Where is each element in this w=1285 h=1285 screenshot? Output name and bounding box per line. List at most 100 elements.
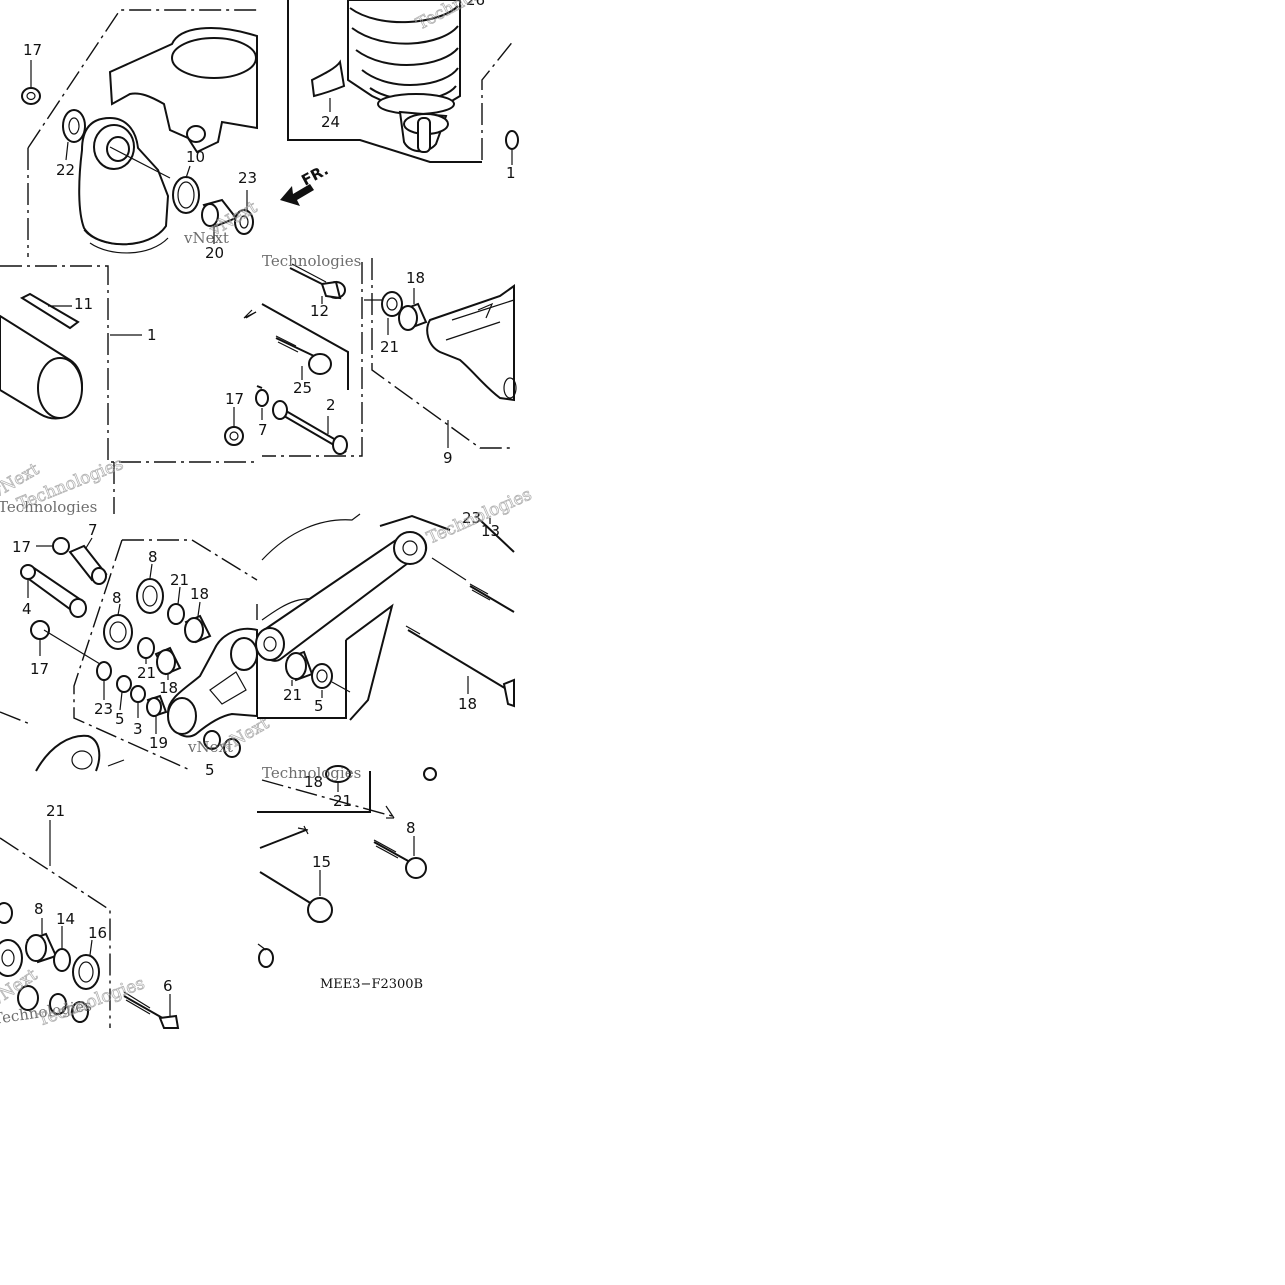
watermark-text: Technologies bbox=[262, 764, 361, 782]
seal-21-icon bbox=[381, 291, 403, 317]
watermark-text: vNext bbox=[187, 738, 233, 756]
callout-26: 26 bbox=[466, 0, 485, 9]
callout-18: 8 bbox=[34, 900, 44, 918]
watermark-text: Technologies bbox=[424, 485, 535, 549]
watermark-text: Technologies bbox=[262, 252, 361, 270]
collar-5-icon bbox=[116, 675, 132, 693]
callout-1: 1 bbox=[506, 164, 516, 182]
callout-18: 18 bbox=[159, 679, 178, 697]
front-arrow-label: FR. bbox=[298, 161, 331, 190]
callout-21: 5 bbox=[314, 697, 324, 715]
callout-21: 21 bbox=[170, 571, 189, 589]
collar-5-icon bbox=[258, 948, 274, 968]
callout-21: 18 bbox=[304, 773, 323, 791]
needle-bearing-18-icon bbox=[25, 932, 58, 964]
tile-link-rod: 23 13 18 21 5 Technologies bbox=[255, 484, 535, 721]
nut-17-icon bbox=[52, 537, 70, 555]
needle-bearing-18-icon bbox=[184, 614, 212, 644]
nut-17-icon bbox=[21, 87, 41, 105]
bolt-14-icon bbox=[373, 839, 427, 879]
callout-13: 18 bbox=[458, 695, 477, 713]
needle-bearing-18-icon bbox=[398, 302, 428, 331]
callout-16: 15 bbox=[312, 853, 331, 871]
bolt-16-icon bbox=[259, 871, 333, 923]
coil-spring-icon bbox=[347, 0, 461, 115]
watermark-text: vNext bbox=[183, 229, 229, 247]
callout-5: 5 bbox=[205, 761, 215, 779]
callout-1: 1 bbox=[147, 326, 157, 344]
front-arrow-icon bbox=[280, 184, 314, 206]
watermark-text: vNext bbox=[218, 713, 273, 756]
callout-17: 17 bbox=[225, 390, 244, 408]
callout-17: 17 bbox=[23, 41, 42, 59]
callout-3: 3 bbox=[133, 720, 143, 738]
callout-8: 21 bbox=[333, 792, 352, 810]
tile-shock-arm: 17 7 8 21 18 8 4 17 21 18 23 5 3 19 5 vN… bbox=[0, 521, 273, 779]
washer-23-icon bbox=[234, 209, 254, 235]
dust-seal-8-icon bbox=[136, 578, 164, 614]
tile-arm-assembly: 21 8 14 16 6 vNext Technologies Technolo… bbox=[0, 802, 180, 1031]
callout-20: 20 bbox=[205, 244, 224, 262]
seal-21-icon bbox=[167, 603, 185, 625]
needle-bearing-18-icon bbox=[285, 650, 314, 682]
callout-21: 21 bbox=[137, 664, 156, 682]
callout-23: 23 bbox=[94, 700, 113, 718]
callout-21: 21 bbox=[380, 338, 399, 356]
seal-21-icon bbox=[137, 637, 155, 659]
callout-23: 23 bbox=[238, 169, 257, 187]
seal-22-icon bbox=[62, 109, 86, 143]
pivot-shaft-2-icon bbox=[272, 400, 348, 455]
callout-11: 11 bbox=[74, 295, 93, 313]
callout-18: 18 bbox=[190, 585, 209, 603]
callout-6: 21 bbox=[46, 802, 65, 820]
label-plate-11-icon bbox=[19, 292, 80, 330]
nut-17-icon bbox=[224, 426, 244, 446]
tile-shock-top: 17 22 10 23 20 vNext vNext bbox=[21, 9, 261, 262]
diagram-code: MEE3−F2300B bbox=[320, 977, 423, 992]
nut-17-icon bbox=[30, 620, 50, 640]
bolt-icon bbox=[469, 583, 515, 613]
callout-23: 13 bbox=[481, 522, 500, 540]
collar-20-icon bbox=[201, 198, 238, 228]
callout-8: 16 bbox=[88, 924, 107, 942]
callout-19: 19 bbox=[149, 734, 168, 752]
callout-17: 17 bbox=[30, 660, 49, 678]
callout-21: 14 bbox=[56, 910, 75, 928]
callout-15: 6 bbox=[163, 977, 173, 995]
bushing-3-icon bbox=[130, 685, 146, 703]
shock-link-rod bbox=[255, 531, 428, 662]
watermark-text: Technologies bbox=[0, 498, 97, 516]
bolt-15-icon bbox=[123, 991, 180, 1029]
stopper-24-icon bbox=[310, 59, 346, 98]
tile-bolts-swingarm: 12 25 2 18 21 9 Technologies bbox=[245, 252, 517, 467]
callout-8: 8 bbox=[148, 548, 158, 566]
callout-17: 17 bbox=[12, 538, 31, 556]
dust-seal-8-icon bbox=[72, 954, 100, 990]
tile-shock-body: 11 1 17 7 vNext Technologies Technologie… bbox=[0, 265, 269, 516]
callout-4: 4 bbox=[22, 600, 32, 618]
callout-9: 9 bbox=[443, 449, 453, 467]
callout-5: 5 bbox=[115, 710, 125, 728]
bolt-25-icon bbox=[275, 335, 332, 375]
callout-25: 25 bbox=[293, 379, 312, 397]
needle-bearing-18-icon bbox=[154, 646, 182, 676]
callout-7: 7 bbox=[258, 421, 268, 439]
callout-10: 10 bbox=[186, 148, 205, 166]
callout-2: 2 bbox=[326, 396, 336, 414]
bolt-13-icon bbox=[405, 625, 515, 708]
pivot-pin-4-icon bbox=[20, 564, 87, 618]
callout-12: 12 bbox=[310, 302, 329, 320]
callout-5: 23 bbox=[462, 509, 481, 527]
callout-18: 18 bbox=[406, 269, 425, 287]
tile-bolts-code: 18 21 8 15 MEE3−F2300B Technologies bbox=[257, 764, 437, 992]
washer-23-icon bbox=[96, 661, 112, 681]
callout-18: 21 bbox=[283, 686, 302, 704]
callout-24: 24 bbox=[321, 113, 340, 131]
dust-seal-8-icon bbox=[103, 614, 133, 650]
swingarm bbox=[426, 284, 515, 402]
seal-21-icon bbox=[53, 948, 71, 972]
callout-22: 22 bbox=[56, 161, 75, 179]
callout-14: 8 bbox=[406, 819, 416, 837]
seal-21-icon bbox=[311, 663, 333, 689]
